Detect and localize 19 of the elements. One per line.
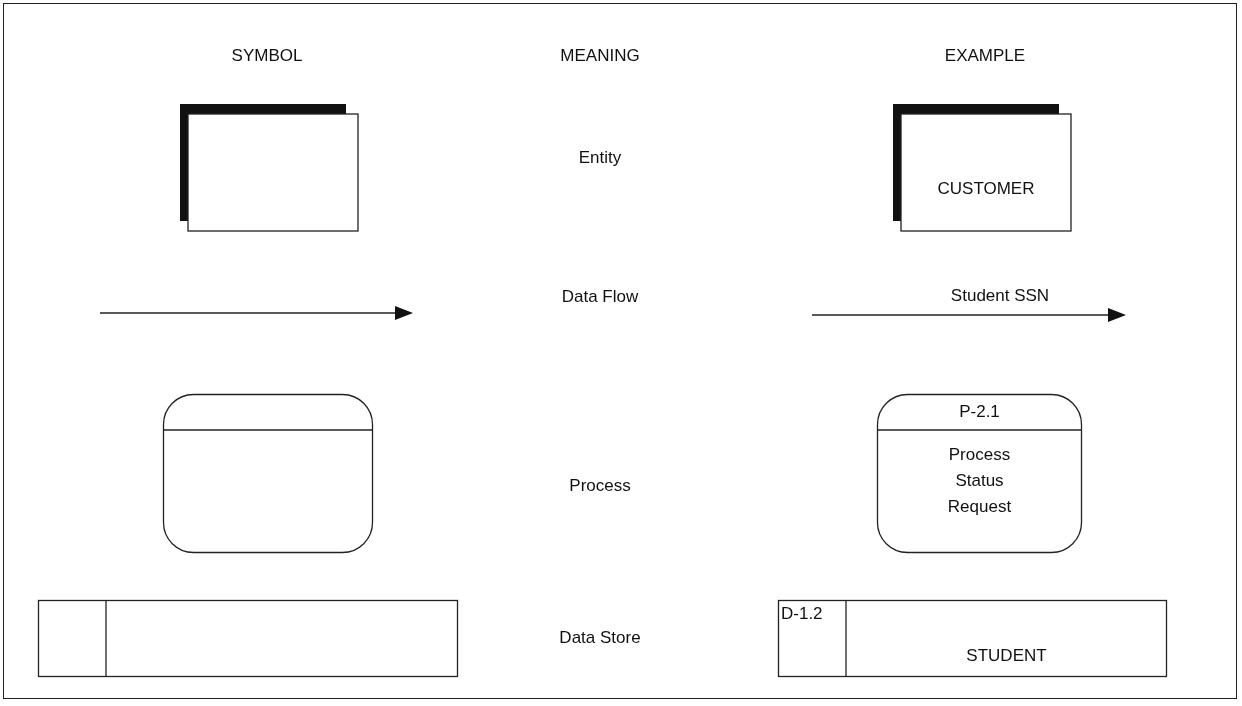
meaning-text: Entity xyxy=(578,148,622,168)
process-box xyxy=(163,394,373,553)
process-box xyxy=(877,394,1082,553)
flow-name: Student SSN xyxy=(950,286,1050,306)
meaning-text: Data Flow xyxy=(561,287,639,307)
entity-box xyxy=(180,104,358,231)
process-id: P-2.1 xyxy=(958,402,1001,422)
entity-name: CUSTOMER xyxy=(936,179,1036,199)
data-store-box xyxy=(778,600,1167,677)
data-store-box xyxy=(38,600,458,677)
meaning-text: Data Store xyxy=(559,628,641,648)
column-header: SYMBOL xyxy=(231,46,303,66)
column-header: MEANING xyxy=(560,46,640,66)
data-store-id: D-1.2 xyxy=(781,604,823,624)
process-name: Process Status Request xyxy=(946,444,1013,518)
meaning-text: Process xyxy=(569,476,631,496)
entity-box xyxy=(893,104,1071,231)
column-header: EXAMPLE xyxy=(944,46,1026,66)
data-store-name: STUDENT xyxy=(965,646,1048,666)
